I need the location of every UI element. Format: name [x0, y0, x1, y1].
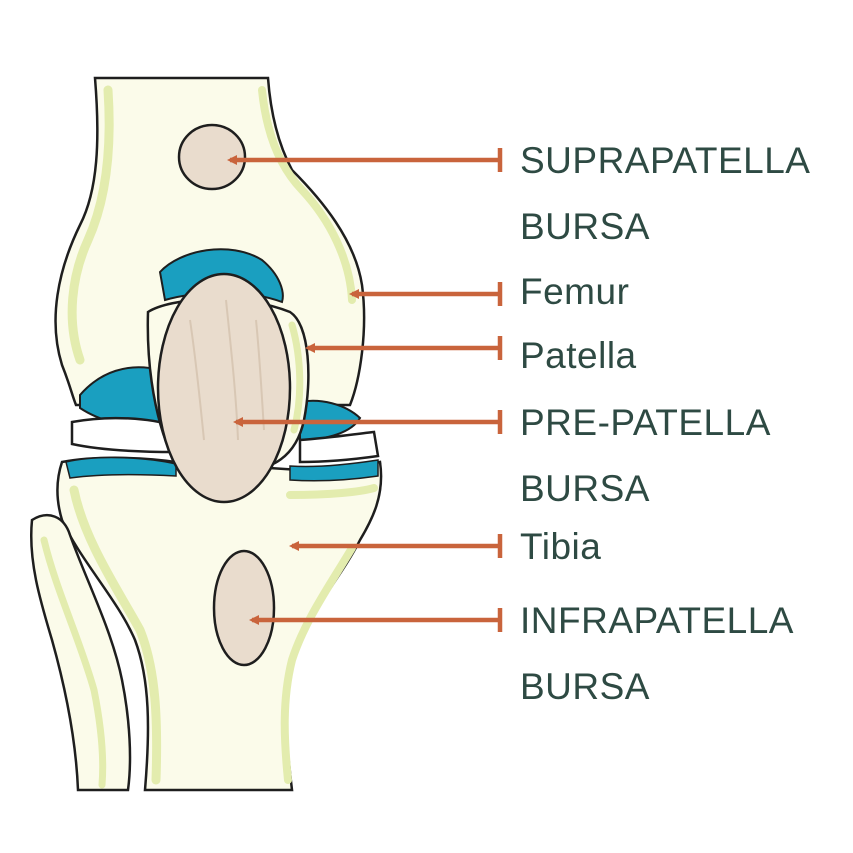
label-prepatella: PRE-PATELLA BURSA: [520, 390, 771, 522]
label-infrapatella: INFRAPATELLA BURSA: [520, 588, 794, 720]
suprapatella-bursa: [179, 125, 245, 189]
label-tibia: Tibia: [520, 514, 601, 580]
label-femur: Femur: [520, 259, 629, 325]
label-infrapatella-line1: INFRAPATELLA: [520, 588, 794, 654]
label-tibia-line1: Tibia: [520, 514, 601, 580]
arrow-femur: [352, 282, 500, 306]
label-patella-line1: Patella: [520, 323, 637, 389]
label-suprapatella: SUPRAPATELLA BURSA: [520, 128, 810, 260]
label-suprapatella-line2: BURSA: [520, 194, 810, 260]
label-patella: Patella: [520, 323, 637, 389]
label-infrapatella-line2: BURSA: [520, 654, 794, 720]
label-femur-line1: Femur: [520, 259, 629, 325]
infrapatella-bursa: [214, 551, 274, 665]
meniscus-lower-left: [66, 458, 176, 478]
label-suprapatella-line1: SUPRAPATELLA: [520, 128, 810, 194]
label-prepatella-line2: BURSA: [520, 456, 771, 522]
label-prepatella-line1: PRE-PATELLA: [520, 390, 771, 456]
prepatella-bursa: [158, 274, 290, 502]
